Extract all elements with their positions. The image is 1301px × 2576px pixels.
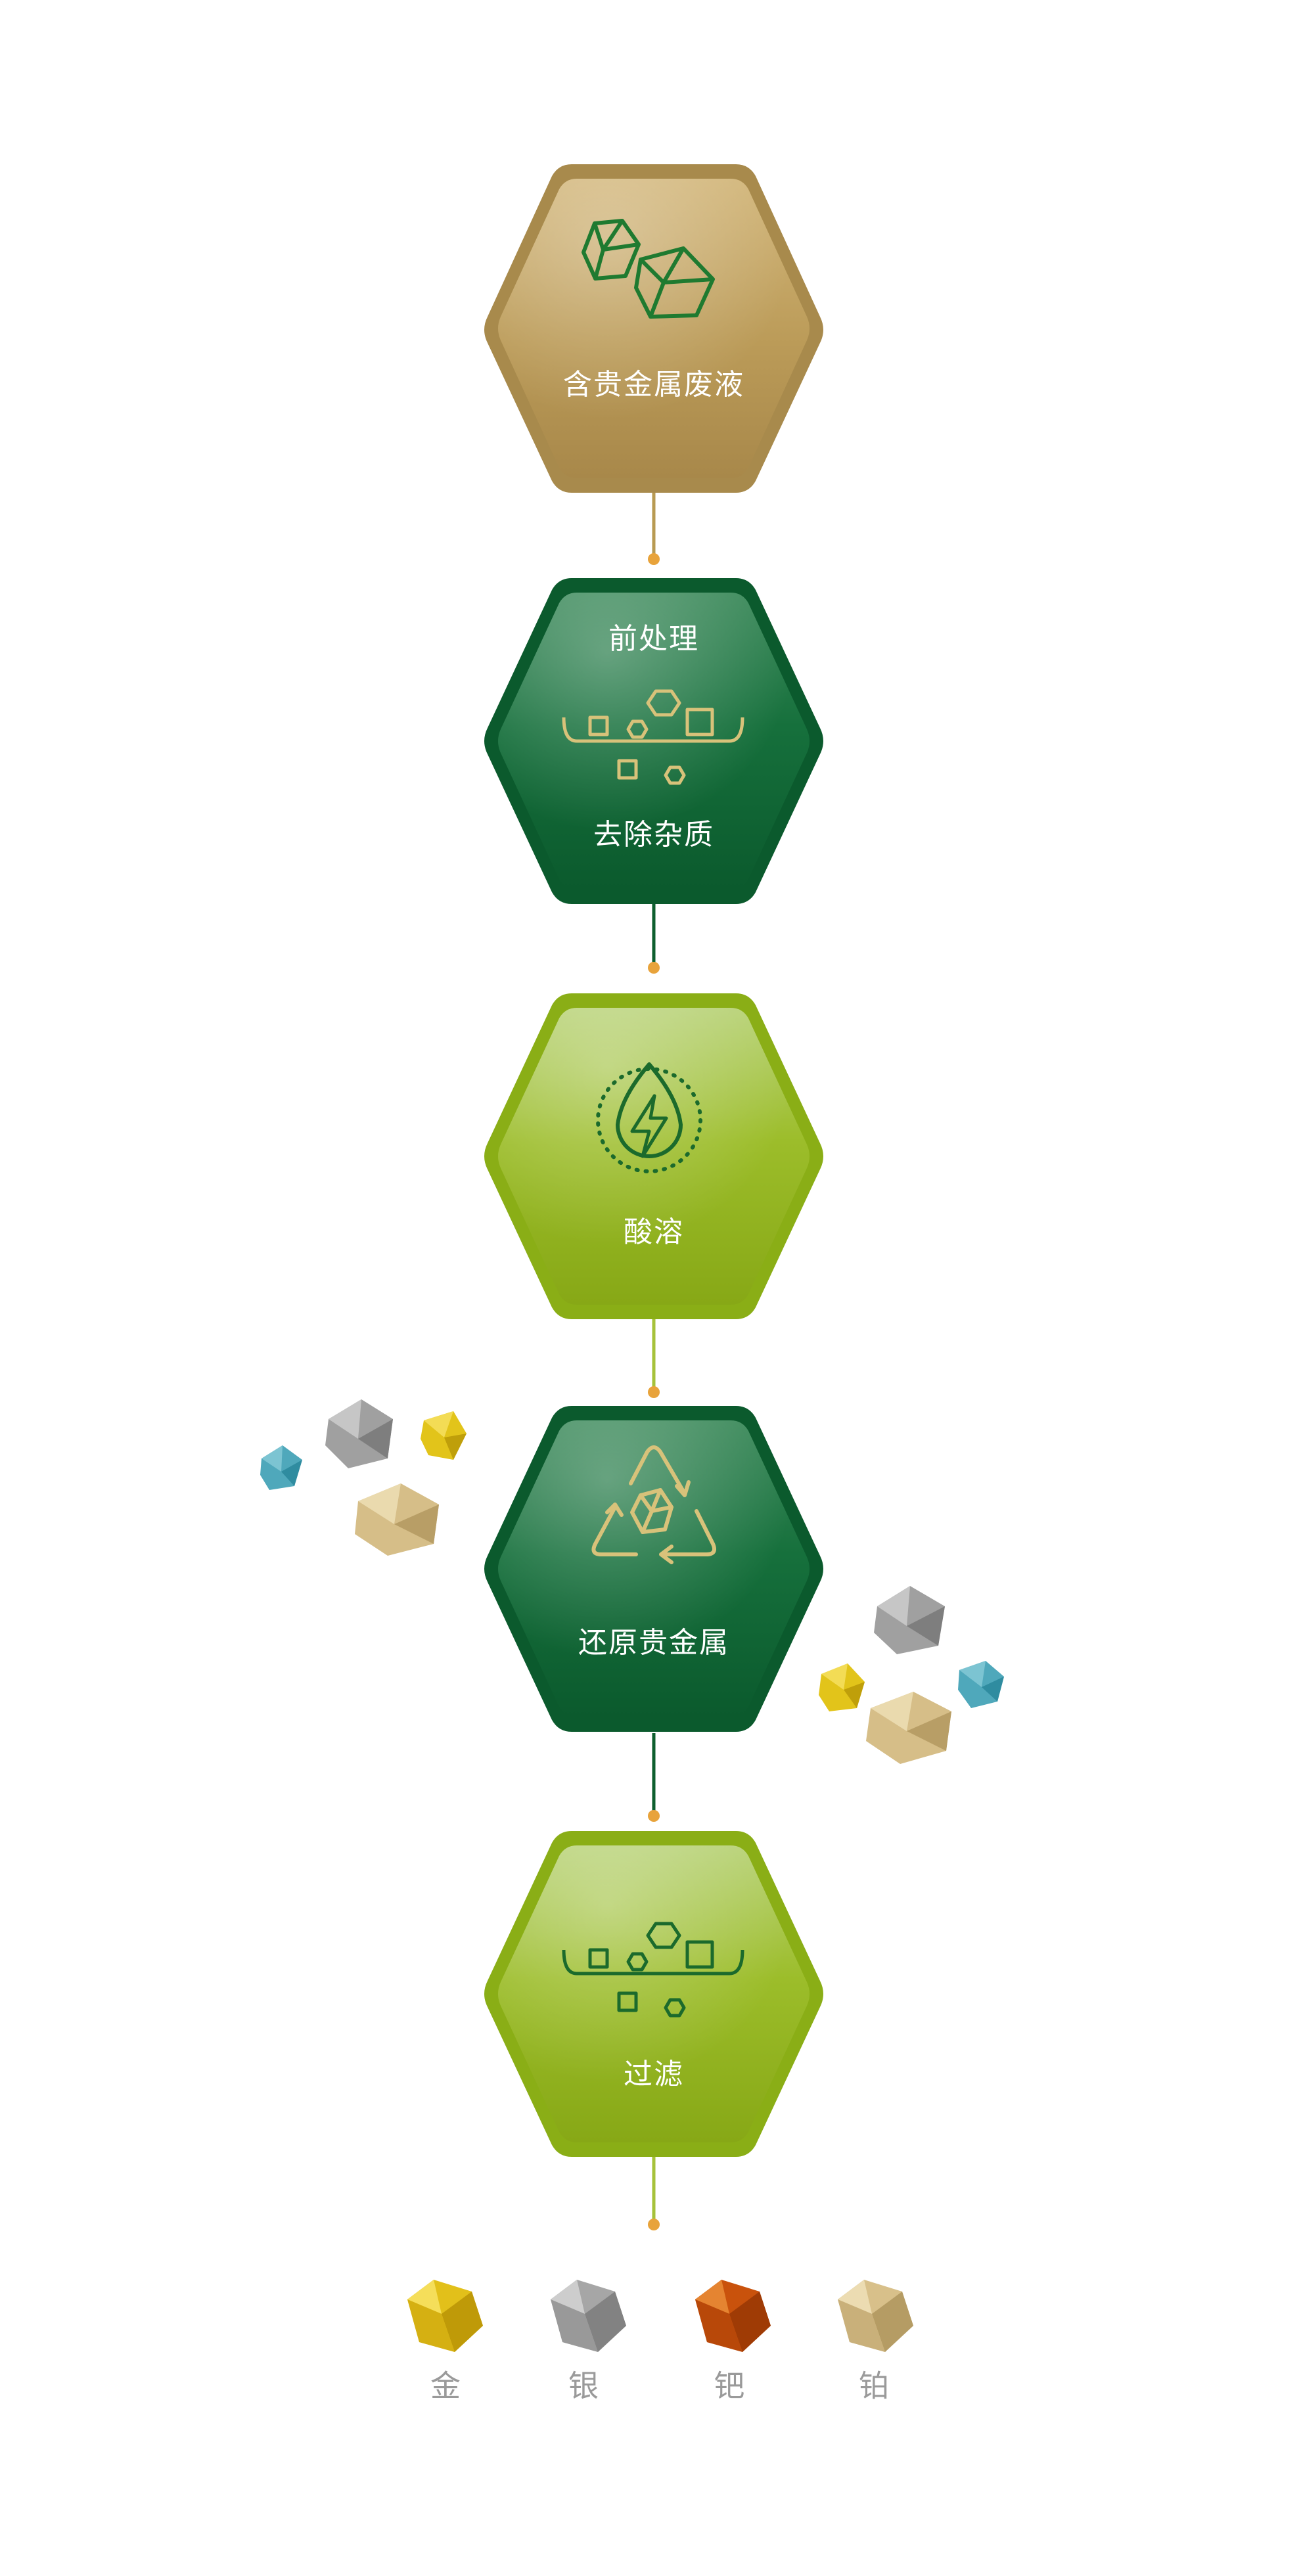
connector-3 — [648, 1317, 660, 1398]
gem-icon — [958, 1661, 1004, 1708]
gem-icon — [421, 1411, 467, 1460]
palladium-gem-icon — [695, 2280, 771, 2352]
gem-icon — [819, 1663, 865, 1711]
connector-1 — [648, 489, 660, 565]
metal-label: 金 — [430, 2368, 461, 2404]
metal-label: 银 — [568, 2368, 599, 2404]
step-4-label: 还原贵金属 — [578, 1626, 729, 1660]
lightning-drop-icon — [596, 1062, 702, 1173]
decorative-gems-right — [819, 1586, 1004, 1764]
recycle-crystal-icon — [591, 1445, 716, 1564]
sieve-particles-icon — [562, 689, 744, 785]
step-5-label: 过滤 — [624, 2058, 684, 2091]
connector-2 — [648, 903, 660, 974]
step-2-label: 去除杂质 — [593, 818, 714, 851]
connector-4 — [648, 1733, 660, 1822]
silver-gem-icon — [551, 2280, 626, 2352]
step-pretreatment: 前处理 去除杂质 — [484, 578, 823, 904]
metal-platinum: 铂 — [838, 2280, 913, 2404]
decorative-gems-left — [260, 1399, 467, 1556]
gem-icon — [874, 1586, 945, 1654]
metal-silver: 银 — [551, 2280, 626, 2404]
step-filter: 过滤 — [484, 1831, 823, 2157]
step-2-label-top: 前处理 — [608, 622, 699, 656]
metal-label: 铂 — [859, 2368, 889, 2404]
step-acid-dissolve: 酸溶 — [484, 993, 823, 1319]
metal-palladium: 钯 — [695, 2280, 771, 2404]
connector-5 — [648, 2155, 660, 2230]
step-1-label: 含贵金属废液 — [563, 368, 744, 401]
sieve-particles-icon — [562, 1922, 744, 2018]
gold-gem-icon — [407, 2280, 483, 2352]
crystals-icon — [582, 219, 715, 319]
gem-icon — [355, 1483, 439, 1556]
gem-icon — [325, 1399, 393, 1468]
step-3-label: 酸溶 — [624, 1215, 684, 1249]
gem-icon — [866, 1692, 951, 1764]
gem-icon — [260, 1445, 302, 1490]
platinum-gem-icon — [838, 2280, 913, 2352]
step-reduce-metals: 还原贵金属 — [484, 1406, 823, 1732]
metals-legend: 金 银 钯 — [407, 2280, 913, 2404]
step-waste-liquid: 含贵金属废液 — [484, 164, 823, 493]
metal-label: 钯 — [714, 2368, 744, 2404]
metal-gold: 金 — [407, 2280, 483, 2404]
